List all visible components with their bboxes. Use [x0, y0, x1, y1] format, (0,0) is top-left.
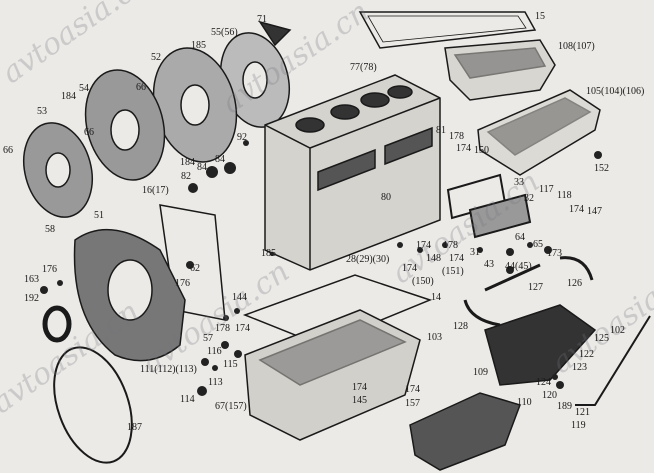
- part-label: 157: [405, 398, 420, 409]
- part-label: 185: [261, 248, 276, 259]
- part-label: 64: [515, 232, 525, 243]
- part-label: 113: [208, 377, 223, 388]
- part-label: 57: [203, 333, 213, 344]
- part-label: 128: [453, 321, 468, 332]
- part-label: 115: [223, 359, 238, 370]
- part-label: 178: [215, 323, 230, 334]
- part-label: 120: [542, 390, 557, 401]
- part-label: 16(17): [142, 185, 169, 196]
- part-label: 84: [215, 154, 225, 165]
- part-label: 192: [24, 293, 39, 304]
- part-label: 119: [571, 420, 586, 431]
- part-label: 124: [536, 377, 551, 388]
- part-label: 43: [484, 259, 494, 270]
- part-label: 111(112)(113): [140, 364, 197, 375]
- part-label: 32: [524, 193, 534, 204]
- part-label: 189: [557, 401, 572, 412]
- part-label: 178: [443, 240, 458, 251]
- part-label: 51: [94, 210, 104, 221]
- oil-pan-105: [477, 89, 601, 176]
- part-label: 58: [45, 224, 55, 235]
- part-label: 185: [191, 40, 206, 51]
- part-label: 126: [567, 278, 582, 289]
- part-label: 123: [572, 362, 587, 373]
- part-label: 174: [405, 384, 420, 395]
- part-label: (150): [412, 276, 434, 287]
- seal-192: [42, 305, 72, 343]
- part-label: 67(157): [215, 401, 247, 412]
- part-label: 54: [79, 83, 89, 94]
- tube-126: [559, 256, 594, 281]
- part-label: 144: [232, 292, 247, 303]
- tube-127: [484, 263, 541, 292]
- part-label: 125: [594, 333, 609, 344]
- part-label: 117: [539, 184, 554, 195]
- gasket-15: [358, 11, 537, 49]
- part-label: 82: [181, 171, 191, 182]
- part-label: 80: [381, 192, 391, 203]
- part-label: (151): [442, 266, 464, 277]
- part-label: 187: [127, 422, 142, 433]
- part-label: 174: [352, 382, 367, 393]
- part-label: 53: [37, 106, 47, 117]
- part-label: 184: [180, 157, 195, 168]
- dipstick-102: [575, 315, 651, 406]
- part-label: 127: [528, 282, 543, 293]
- part-label: 65: [533, 239, 543, 250]
- part-label: 176: [175, 278, 190, 289]
- part-label: 44(45): [505, 261, 532, 272]
- part-label: 173: [547, 248, 562, 259]
- part-label: 176: [42, 264, 57, 275]
- part-label: 116: [207, 346, 222, 357]
- part-label: 66: [84, 127, 94, 138]
- oil-pan-110: [409, 392, 521, 471]
- part-label: 163: [24, 274, 39, 285]
- part-label: 174: [416, 240, 431, 251]
- part-label: 109: [473, 367, 488, 378]
- o-ring-187: [53, 346, 133, 464]
- part-label: 52: [151, 52, 161, 63]
- cover-32: [468, 193, 532, 239]
- part-label: 174: [235, 323, 250, 334]
- part-label: 114: [180, 394, 195, 405]
- bracket-71: [258, 20, 292, 47]
- part-label: 103: [427, 332, 442, 343]
- part-label: 147: [587, 206, 602, 217]
- part-label: 174: [449, 253, 464, 264]
- part-label: 14: [431, 292, 441, 303]
- part-label: 178: [449, 131, 464, 142]
- part-label: 184: [61, 91, 76, 102]
- part-label: 81: [436, 125, 446, 136]
- part-label: 15: [535, 11, 545, 22]
- part-label: 150: [474, 145, 489, 156]
- tube-128: [463, 299, 501, 327]
- part-label: 105(104)(106): [586, 86, 645, 97]
- oil-pan-103: [244, 309, 421, 441]
- part-label: 66: [136, 82, 146, 93]
- part-label: 174: [402, 263, 417, 274]
- part-label: 84: [197, 162, 207, 173]
- part-label: 148: [426, 253, 441, 264]
- part-label: 62: [190, 263, 200, 274]
- part-label: 174: [456, 143, 471, 154]
- part-label: 77(78): [350, 62, 377, 73]
- part-label: 28(29)(30): [346, 254, 390, 265]
- part-label: 102: [610, 325, 625, 336]
- part-label: 108(107): [558, 41, 595, 52]
- part-label: 55(56): [211, 27, 238, 38]
- part-label: 110: [517, 397, 532, 408]
- oil-sump-109: [484, 304, 597, 386]
- part-label: 31: [470, 247, 480, 258]
- part-label: 71: [257, 14, 267, 25]
- part-label: 66: [3, 145, 13, 156]
- part-label: 152: [594, 163, 609, 174]
- part-label: 92: [237, 132, 247, 143]
- part-label: 174: [569, 204, 584, 215]
- part-label: 122: [579, 349, 594, 360]
- part-label: 121: [575, 407, 590, 418]
- part-label: 118: [557, 190, 572, 201]
- part-label: 145: [352, 395, 367, 406]
- part-label: 33: [514, 177, 524, 188]
